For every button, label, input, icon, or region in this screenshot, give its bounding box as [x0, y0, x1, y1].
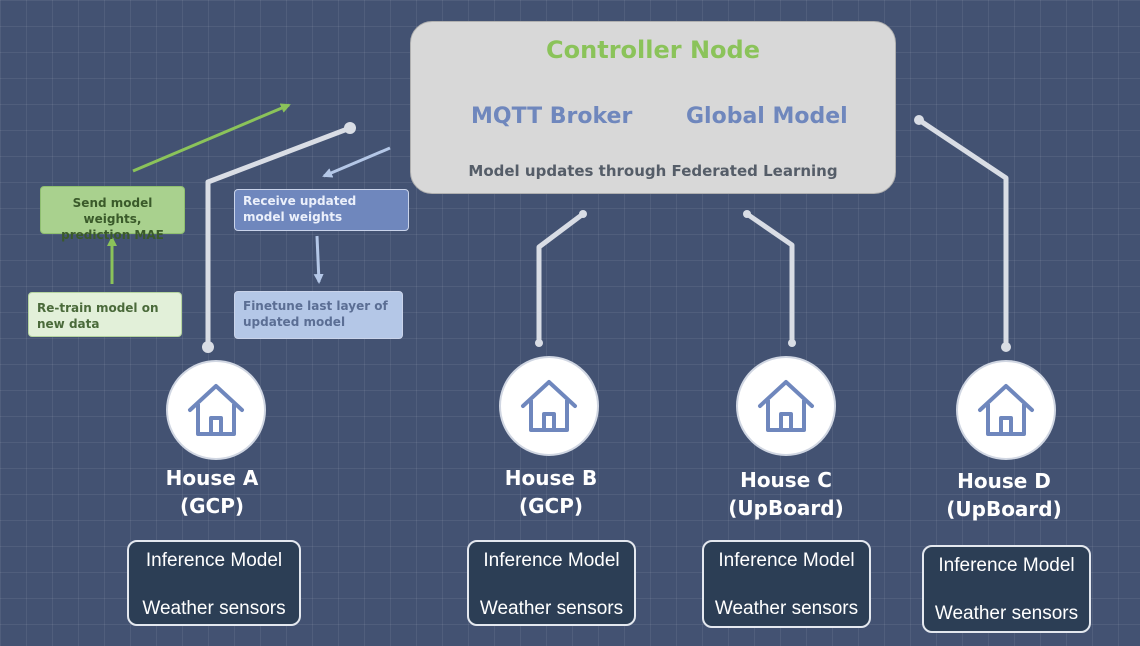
- house-b-label: House B (GCP): [451, 464, 651, 520]
- house-a-label: House A (GCP): [112, 464, 312, 520]
- house-icon: [978, 384, 1034, 436]
- house-icon: [758, 380, 814, 432]
- house-c-platform: (UpBoard): [728, 496, 844, 520]
- house-b-circle: [499, 356, 599, 456]
- connector-house-b: [535, 210, 587, 347]
- connector-house-a: [202, 122, 356, 353]
- send-weights-note: Send model weights, prediction MAE: [40, 186, 185, 242]
- house-c-circle: [736, 356, 836, 456]
- arrow-receive-to-finetune: [313, 235, 324, 284]
- house-d-label: House D (UpBoard): [904, 467, 1104, 523]
- house-b-name: House B: [504, 466, 598, 490]
- controller-subtitle: Model updates through Federated Learning: [468, 162, 838, 180]
- connector-house-d: [914, 115, 1011, 352]
- controller-title: Controller Node: [546, 36, 760, 64]
- finetune-note: Finetune last layer of updated model: [234, 291, 403, 339]
- controller-node: Controller Node MQTT Broker Global Model…: [410, 21, 896, 194]
- house-d-inference: Inference Model: [938, 555, 1075, 576]
- house-a-inference: Inference Model: [145, 550, 283, 571]
- retrain-note: Re-train model on new data: [28, 292, 182, 337]
- house-a-circle: [166, 360, 266, 460]
- house-b-info: Inference Model Weather sensors: [467, 540, 636, 626]
- house-d-sensors: Weather sensors: [934, 603, 1079, 624]
- connector-house-c: [743, 210, 796, 347]
- house-c-name: House C: [740, 468, 832, 492]
- house-c-inference: Inference Model: [718, 550, 855, 571]
- house-a-info: Inference Model Weather sensors: [127, 540, 301, 626]
- arrow-controller-to-receive: [322, 146, 391, 178]
- arrow-send-to-controller: [132, 103, 291, 173]
- house-a-sensors: Weather sensors: [142, 598, 286, 619]
- global-model-label: Global Model: [686, 104, 848, 129]
- house-a-platform: (GCP): [179, 494, 245, 518]
- house-b-platform: (GCP): [518, 494, 584, 518]
- mqtt-broker-label: MQTT Broker: [471, 104, 633, 129]
- house-d-name: House D: [957, 469, 1051, 493]
- receive-weights-note: Receive updated model weights: [234, 189, 409, 231]
- finetune-note-text: Finetune last layer of updated model: [243, 299, 388, 329]
- house-icon: [188, 384, 244, 436]
- house-d-info: Inference Model Weather sensors: [922, 545, 1091, 633]
- house-icon: [521, 380, 577, 432]
- house-d-platform: (UpBoard): [946, 497, 1062, 521]
- house-b-inference: Inference Model: [483, 550, 620, 571]
- house-a-name: House A: [165, 466, 259, 490]
- house-d-circle: [956, 360, 1056, 460]
- house-c-sensors: Weather sensors: [714, 598, 859, 619]
- house-c-info: Inference Model Weather sensors: [702, 540, 871, 628]
- house-b-sensors: Weather sensors: [479, 598, 624, 619]
- house-c-label: House C (UpBoard): [686, 466, 886, 522]
